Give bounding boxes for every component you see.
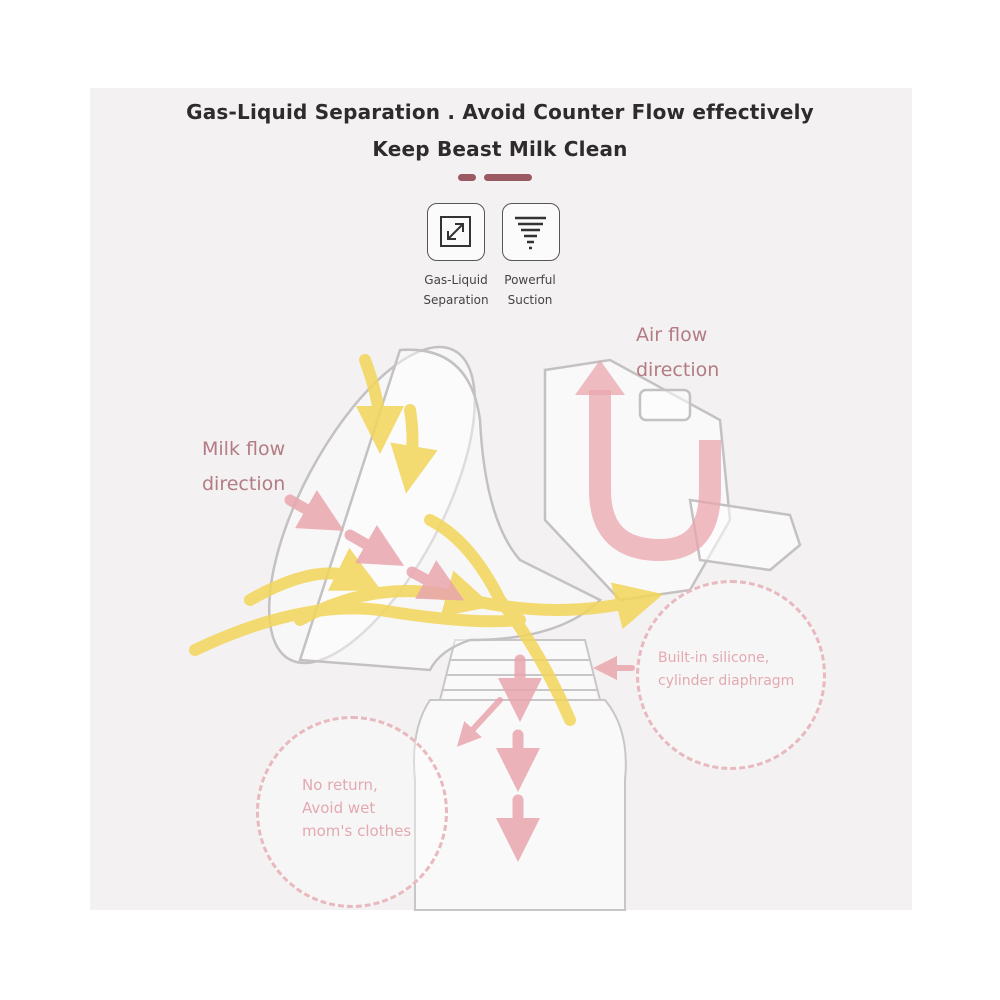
diaphragm-detail-circle [636,580,826,770]
feature-label-gas-liquid: Gas-Liquid Separation [423,273,489,307]
air-flow-arrow-head [575,360,625,395]
feature-powerful-suction [502,203,560,261]
milk-flow-callout: Milk flow direction [202,438,286,495]
decor-bar-short [458,174,476,181]
no-return-detail-circle [256,716,448,908]
decor-bar-long [484,174,532,181]
pink-milk-arrows [284,489,635,862]
air-flow-arrow [589,390,721,562]
yellow-flow-arrows [189,354,664,726]
expand-arrows-icon [440,216,471,247]
no-return-detail-text: No return, Avoid wet mom's clothes [302,776,412,840]
headline-line-2: Keep Beast Milk Clean [372,137,628,161]
air-flow-callout: Air flow direction [636,324,720,381]
headline-line-1: Gas-Liquid Separation . Avoid Counter Fl… [186,100,814,124]
feature-label-suction: Powerful Suction [504,273,556,307]
diaphragm-detail-text: Built-in silicone, cylinder diaphragm [658,650,795,689]
feature-gas-liquid [427,203,485,261]
vortex-icon [515,216,546,250]
valve-housing [543,358,802,602]
